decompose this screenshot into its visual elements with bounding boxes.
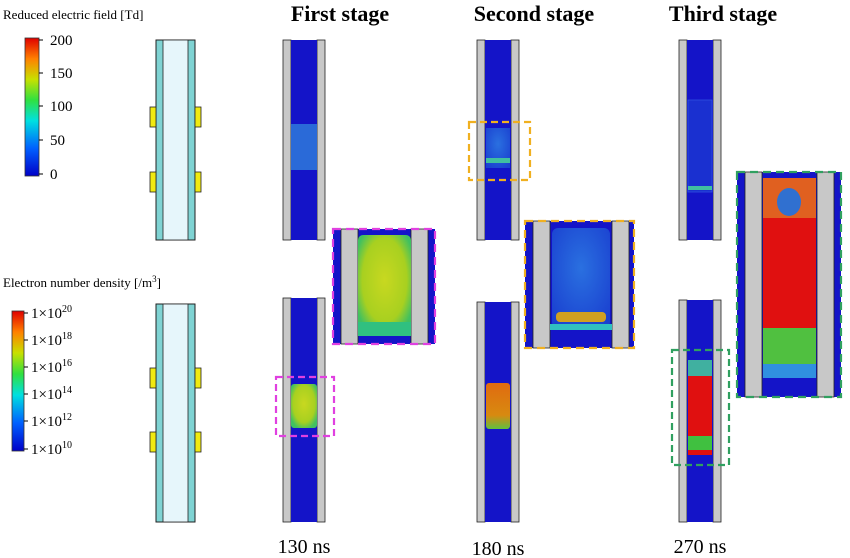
- plasma-region: [486, 383, 510, 429]
- zoom-box: [523, 219, 636, 350]
- electrode: [149, 171, 157, 193]
- zoom-box: [331, 227, 437, 346]
- field-tick-label: 200: [50, 33, 73, 49]
- plasma-region: [291, 384, 317, 428]
- legend-electric-field: Reduced electric field [Td] 200 150 100 …: [3, 7, 143, 183]
- legend-density-title: Electron number density [/m3]: [3, 274, 161, 290]
- stage-title: First stage: [291, 1, 390, 26]
- field-ticks: 200 150 100 50 0: [39, 33, 73, 183]
- electrode: [194, 171, 202, 193]
- density-tick-label: 1×1016: [31, 358, 72, 376]
- stage3-zoom-inset: [735, 170, 843, 399]
- tube-schematic-top: [149, 39, 202, 241]
- stage2-field-panel: [467, 39, 532, 241]
- tube-schematic-bottom: [149, 303, 202, 523]
- zoom-box: [467, 120, 532, 182]
- legend-electron-density: Electron number density [/m3] 1×1020 1×1…: [3, 274, 161, 458]
- field-tick-label: 100: [50, 99, 73, 115]
- stage-time: 270 ns: [674, 536, 727, 558]
- stage1-zoom-inset: [331, 227, 437, 346]
- stage2-density-panel: [476, 301, 520, 523]
- legend-field-title: Reduced electric field [Td]: [3, 7, 143, 22]
- field-tick-label: 150: [50, 66, 73, 82]
- electrode: [149, 106, 157, 128]
- field-region: [291, 124, 317, 170]
- field-colorbar: [24, 37, 40, 177]
- electrode: [194, 367, 202, 389]
- stage2-zoom-inset: [523, 219, 636, 350]
- stage-title: Second stage: [474, 1, 595, 26]
- electrode: [149, 367, 157, 389]
- zoom-box: [274, 375, 336, 438]
- electrode: [194, 106, 202, 128]
- stage1-field-panel: [282, 39, 326, 241]
- stage-title: Third stage: [669, 1, 777, 26]
- electrode: [149, 431, 157, 453]
- stage1-density-panel: [274, 297, 336, 523]
- density-tick-label: 1×1018: [31, 331, 72, 349]
- zoom-box: [670, 348, 731, 467]
- electrode: [194, 431, 202, 453]
- density-tick-label: 1×1014: [31, 385, 72, 403]
- density-tick-label: 1×1020: [31, 304, 72, 322]
- field-region: [687, 99, 713, 193]
- stage-time: 130 ns: [278, 536, 331, 558]
- field-tick-label: 0: [50, 167, 58, 183]
- stage-time: 180 ns: [472, 538, 525, 558]
- zoom-box: [735, 170, 843, 399]
- field-tick-label: 50: [50, 133, 65, 149]
- stage3-density-panel: [670, 299, 731, 523]
- density-colorbar: [11, 310, 25, 452]
- stage3-field-panel: [678, 39, 722, 241]
- density-tick-label: 1×1010: [31, 440, 72, 458]
- density-ticks: 1×1020 1×1018 1×1016 1×1014 1×1012 1×101…: [24, 304, 72, 458]
- density-tick-label: 1×1012: [31, 412, 72, 430]
